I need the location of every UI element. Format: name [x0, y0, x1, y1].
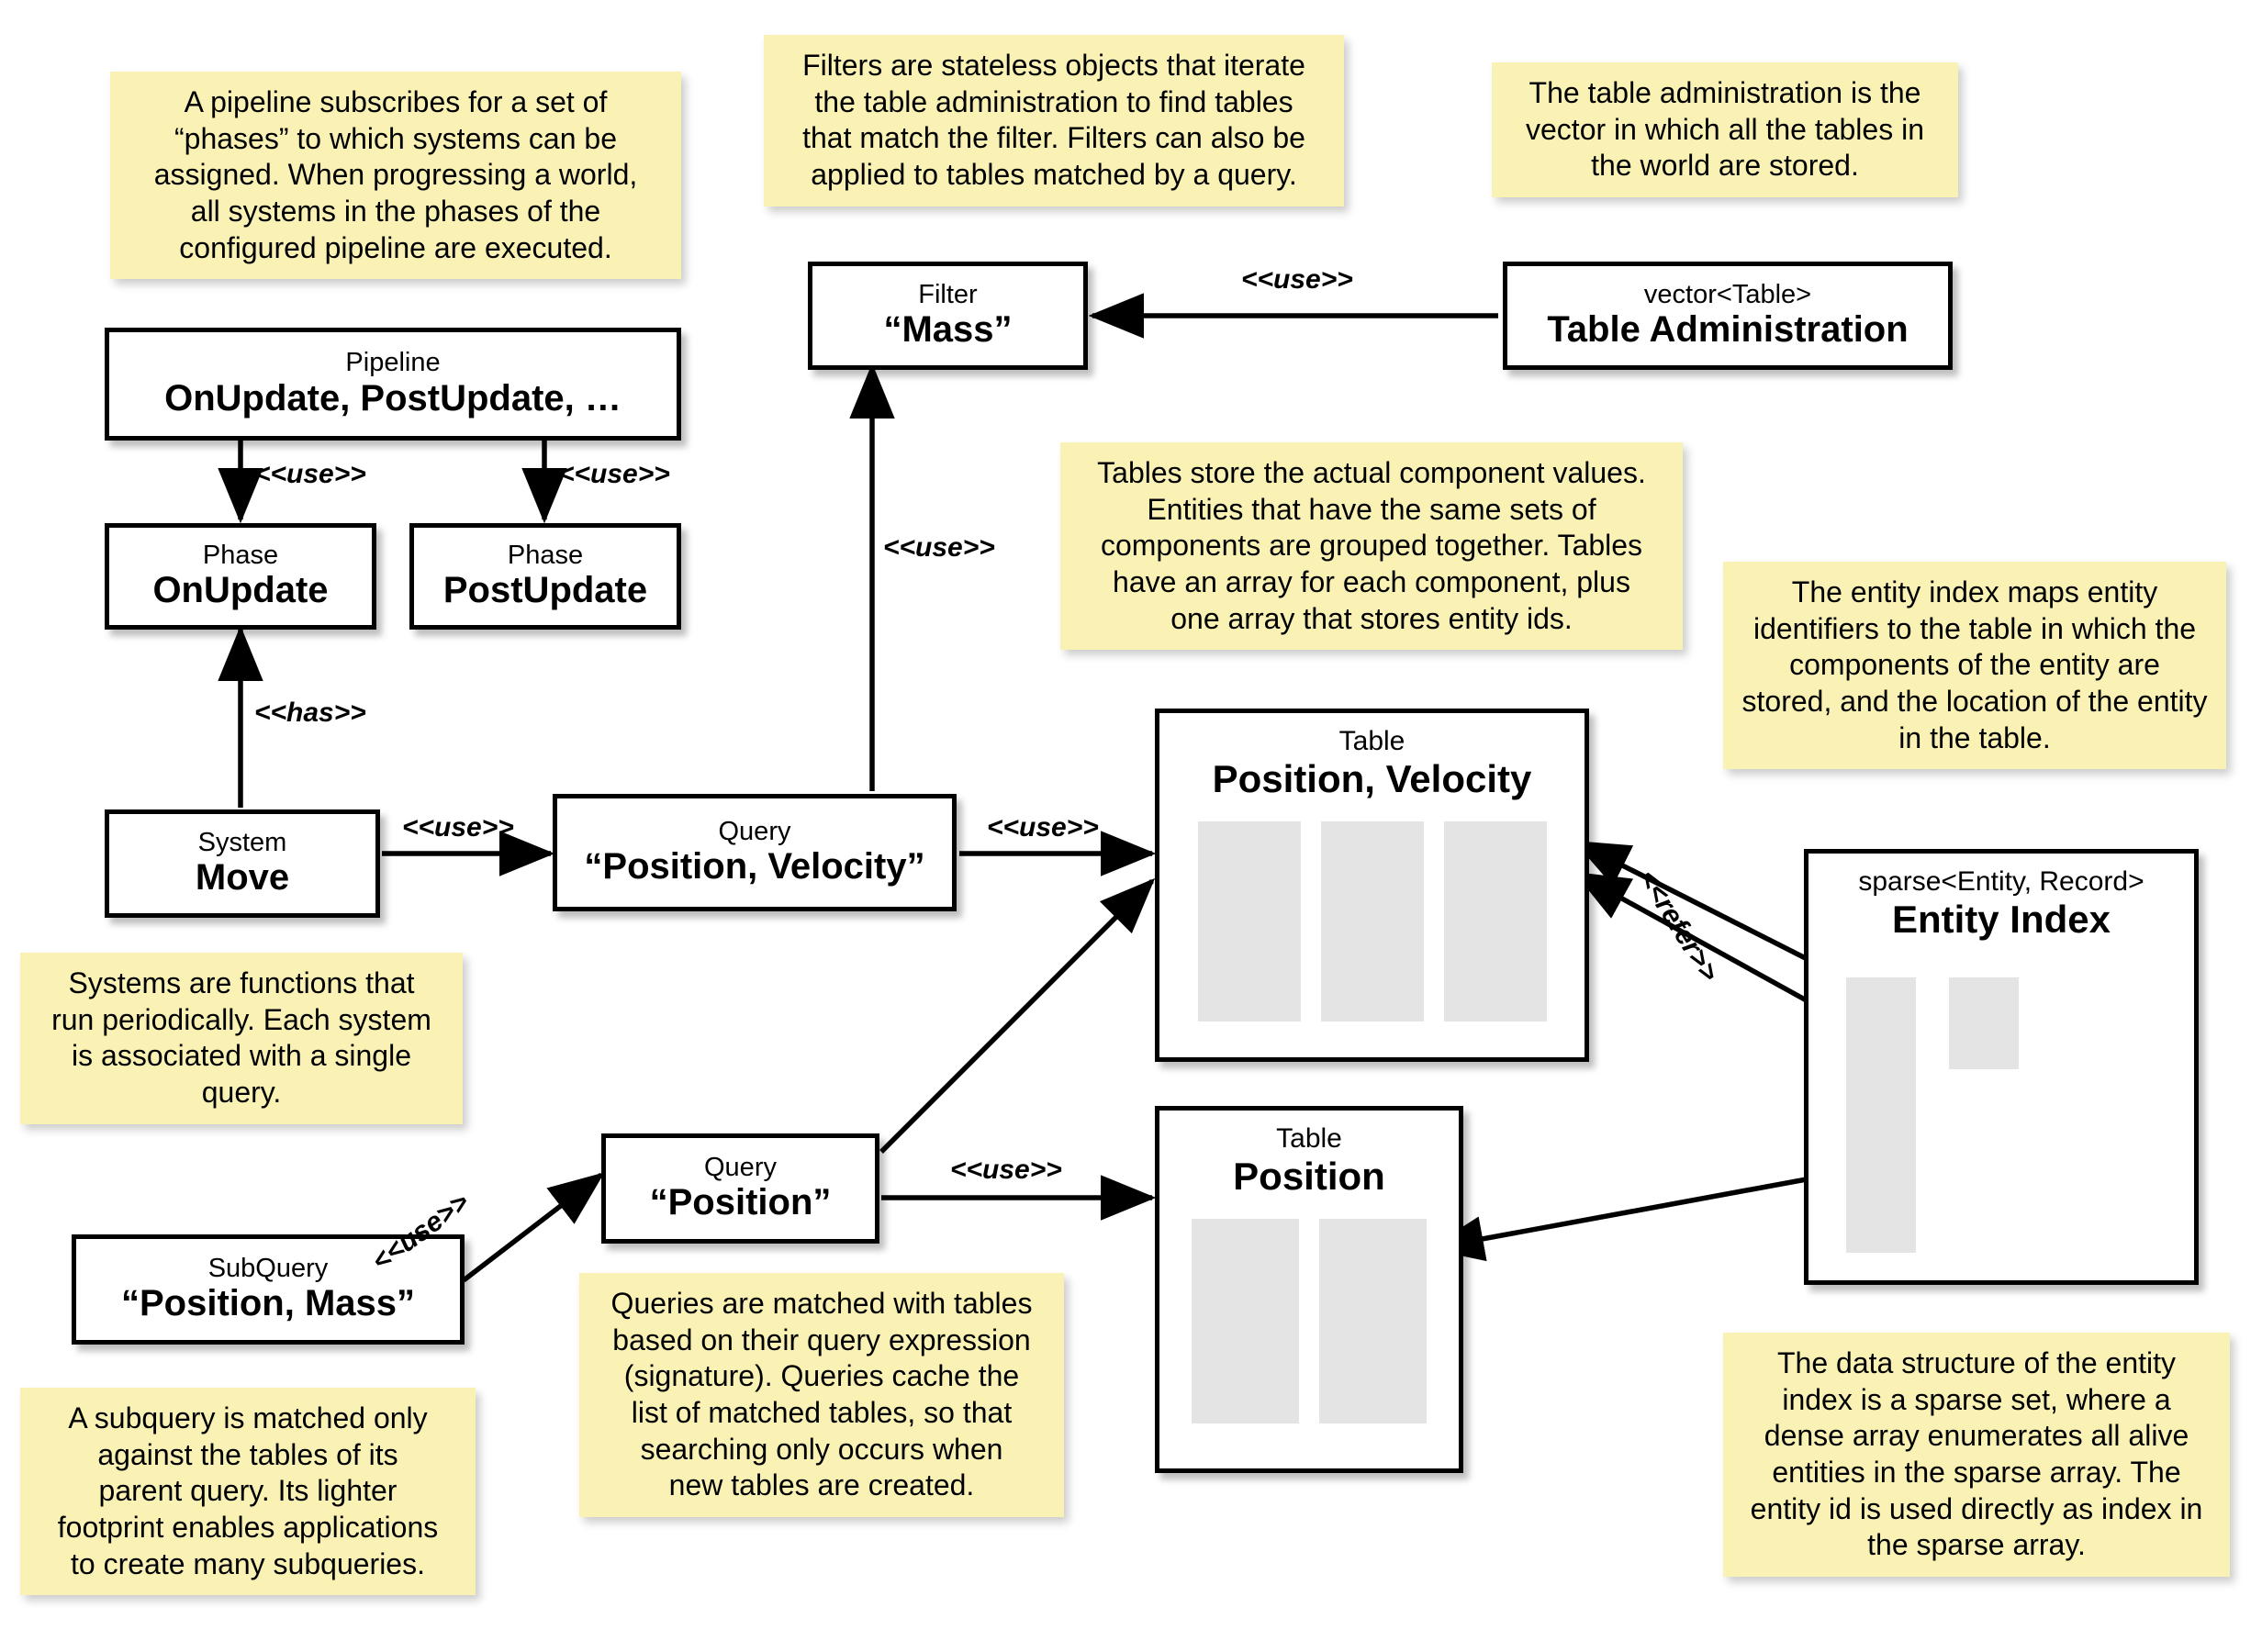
- table-position-columns: [1159, 1219, 1459, 1423]
- table-column: [1320, 821, 1424, 1021]
- box-phase-postupdate-stereotype: Phase: [507, 540, 584, 570]
- box-query-position-stereotype: Query: [704, 1152, 777, 1182]
- box-query-position-velocity[interactable]: Query “Position, Velocity”: [553, 794, 957, 911]
- edge-label-pipeline-to-postupdate: <<use>>: [558, 459, 670, 489]
- box-phase-onupdate-name: OnUpdate: [152, 570, 329, 611]
- box-table-administration-stereotype: vector<Table>: [1643, 279, 1812, 309]
- box-phase-onupdate[interactable]: Phase OnUpdate: [105, 523, 376, 630]
- box-pipeline-name: OnUpdate, PostUpdate, …: [164, 377, 621, 419]
- box-filter-mass-stereotype: Filter: [918, 279, 978, 309]
- box-table-position[interactable]: Table Position: [1155, 1106, 1463, 1473]
- box-subquery-position-mass[interactable]: SubQuery “Position, Mass”: [72, 1234, 465, 1345]
- box-phase-onupdate-stereotype: Phase: [202, 540, 279, 570]
- note-subquery: A subquery is matched only against the t…: [20, 1388, 476, 1596]
- box-query-position-velocity-stereotype: Query: [718, 816, 791, 846]
- box-query-position-name: “Position”: [649, 1182, 832, 1223]
- edge-label-pipeline-to-onupdate: <<use>>: [254, 459, 366, 489]
- box-table-position-velocity-stereotype: Table: [1338, 726, 1405, 756]
- box-filter-mass-name: “Mass”: [883, 309, 1013, 351]
- box-table-position-velocity-name: Position, Velocity: [1212, 756, 1532, 800]
- note-sparse-set: The data structure of the entity index i…: [1723, 1333, 2230, 1578]
- edge-label-query-to-filter: <<use>>: [883, 532, 995, 563]
- note-table-administration: The table administration is the vector i…: [1492, 62, 1958, 198]
- table-column: [1197, 821, 1301, 1021]
- box-subquery-position-mass-name: “Position, Mass”: [120, 1283, 416, 1324]
- box-entity-index-name: Entity Index: [1891, 897, 2111, 941]
- note-entity-index: The entity index maps entity identifiers…: [1723, 562, 2226, 770]
- box-table-position-stereotype: Table: [1276, 1123, 1342, 1154]
- box-system-move[interactable]: System Move: [105, 809, 380, 918]
- edge-label-queryposvel-to-table: <<use>>: [987, 812, 1099, 843]
- box-system-move-name: Move: [195, 857, 290, 899]
- entity-index-dense-array: [1949, 977, 2019, 1069]
- box-query-position-velocity-name: “Position, Velocity”: [584, 846, 925, 887]
- note-queries: Queries are matched with tables based on…: [579, 1273, 1064, 1518]
- edge-label-system-to-query: <<use>>: [402, 812, 514, 843]
- edge-label-tableadmin-to-filter: <<use>>: [1241, 264, 1353, 295]
- box-query-position[interactable]: Query “Position”: [601, 1133, 879, 1244]
- box-table-administration-name: Table Administration: [1547, 309, 1909, 351]
- box-table-position-name: Position: [1233, 1154, 1385, 1198]
- note-systems: Systems are functions that run periodica…: [20, 953, 463, 1124]
- box-filter-mass[interactable]: Filter “Mass”: [808, 262, 1088, 370]
- box-phase-postupdate-name: PostUpdate: [442, 570, 648, 611]
- table-position-velocity-columns: [1159, 821, 1585, 1021]
- table-column: [1319, 1219, 1427, 1423]
- note-filters: Filters are stateless objects that itera…: [764, 35, 1344, 206]
- table-column: [1443, 821, 1547, 1021]
- box-pipeline[interactable]: Pipeline OnUpdate, PostUpdate, …: [105, 328, 681, 441]
- box-subquery-position-mass-stereotype: SubQuery: [207, 1253, 329, 1283]
- box-table-administration[interactable]: vector<Table> Table Administration: [1503, 262, 1953, 370]
- edge-label-system-to-phase: <<has>>: [254, 698, 366, 728]
- box-pipeline-stereotype: Pipeline: [345, 348, 441, 378]
- box-system-move-stereotype: System: [197, 827, 287, 857]
- edge-label-entityindex-to-table: <<refer>>: [1632, 865, 1725, 988]
- entity-index-sparse-array: [1846, 977, 1916, 1253]
- edge-label-querypos-to-table: <<use>>: [950, 1155, 1062, 1185]
- note-pipeline: A pipeline subscribes for a set of “phas…: [110, 72, 681, 280]
- table-column: [1192, 1219, 1299, 1423]
- box-table-position-velocity[interactable]: Table Position, Velocity: [1155, 709, 1589, 1062]
- box-entity-index-stereotype: sparse<Entity, Record>: [1858, 866, 2144, 897]
- note-tables: Tables store the actual component values…: [1060, 442, 1683, 651]
- box-phase-postupdate[interactable]: Phase PostUpdate: [409, 523, 681, 630]
- box-entity-index[interactable]: sparse<Entity, Record> Entity Index: [1804, 849, 2199, 1285]
